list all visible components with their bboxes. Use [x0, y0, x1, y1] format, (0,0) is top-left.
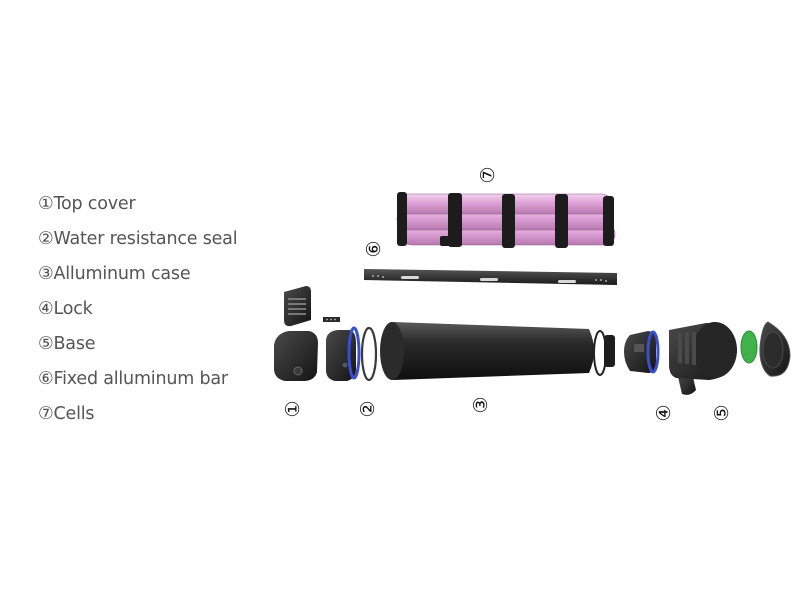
aluminum-case: [380, 322, 594, 380]
legend-label: Fixed alluminum bar: [53, 369, 229, 389]
callout-4: ④: [653, 404, 675, 421]
legend-item-base: ⑤Base: [38, 330, 237, 365]
callout-5: ⑤: [711, 404, 733, 421]
callout-2: ②: [357, 400, 379, 417]
top-cap-with-seal: [326, 326, 361, 381]
legend-label: Cells: [53, 404, 95, 424]
legend-item-cells: ⑦Cells: [38, 400, 237, 435]
legend-item-water-seal: ②Water resistance seal: [38, 225, 238, 260]
base-connector: [604, 335, 615, 367]
legend-number: ②: [38, 229, 54, 249]
legend-number: ⑦: [38, 404, 54, 424]
legend-label: Base: [53, 334, 96, 354]
parts-legend: ①Top cover ②Water resistance seal ③Allum…: [38, 190, 238, 435]
legend-item-top-cover: ①Top cover: [38, 190, 237, 225]
legend-item-aluminum-case: ③Alluminum case: [38, 260, 237, 295]
legend-item-fixed-bar: ⑥Fixed alluminum bar: [38, 365, 237, 400]
cells-pack: [396, 192, 616, 248]
top-cover: [274, 286, 340, 381]
callout-3: ③: [470, 396, 492, 413]
fixed-aluminum-bar: [364, 269, 617, 285]
legend-item-lock: ④Lock: [38, 295, 237, 330]
callout-7: ⑦: [477, 166, 499, 183]
legend-label: Water resistance seal: [53, 229, 238, 249]
legend-number: ①: [38, 194, 54, 214]
callout-6: ⑥: [363, 240, 385, 257]
legend-number: ⑤: [38, 334, 54, 354]
legend-number: ③: [38, 264, 54, 284]
callout-1: ①: [282, 400, 304, 417]
legend-label: Alluminum case: [53, 264, 191, 284]
legend-label: Lock: [53, 299, 93, 319]
legend-number: ⑥: [38, 369, 54, 389]
lock-assembly: [624, 330, 696, 395]
base: [669, 321, 791, 380]
legend-label: Top cover: [53, 194, 136, 214]
water-resistance-seal: [360, 326, 378, 382]
legend-number: ④: [38, 299, 54, 319]
